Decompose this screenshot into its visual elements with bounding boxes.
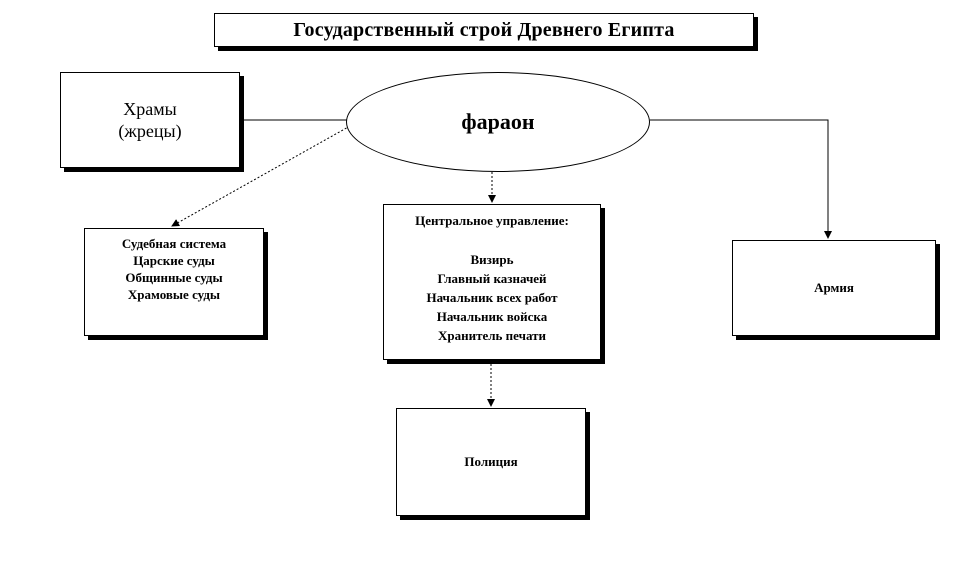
pharaoh-label: фараон xyxy=(461,109,535,134)
police-node: Полиция xyxy=(396,408,586,516)
police-label: Полиция xyxy=(464,454,518,469)
central-item: Визирь xyxy=(470,252,514,267)
diagram-title: Государственный строй Древнего Египта xyxy=(293,18,675,41)
central-item: Главный казначей xyxy=(437,271,547,286)
judicial-item: Общинные суды xyxy=(125,270,223,285)
pharaoh-node: фараон xyxy=(346,72,650,172)
title-box: Государственный строй Древнего Египта xyxy=(214,13,754,47)
army-label: Армия xyxy=(814,280,854,295)
judicial-item: Храмовые суды xyxy=(127,287,221,302)
central-item: Начальник войска xyxy=(436,309,548,324)
temples-label: Храмы xyxy=(123,99,177,119)
judicial-heading: Судебная система xyxy=(121,236,227,251)
army-node: Армия xyxy=(732,240,936,336)
temples-node: Храмы (жрецы) xyxy=(60,72,240,168)
priests-label: (жрецы) xyxy=(118,121,182,141)
central-item: Начальник всех работ xyxy=(426,290,558,305)
central-administration-node: Центральное управление: Визирь Главный к… xyxy=(383,204,601,360)
judicial-system-node: Судебная система Царские суды Общинные с… xyxy=(84,228,264,336)
judicial-item: Царские суды xyxy=(133,253,215,268)
central-item: Хранитель печати xyxy=(438,328,546,343)
central-heading: Центральное управление: xyxy=(415,213,569,228)
connector-pharaoh-army xyxy=(650,119,832,239)
